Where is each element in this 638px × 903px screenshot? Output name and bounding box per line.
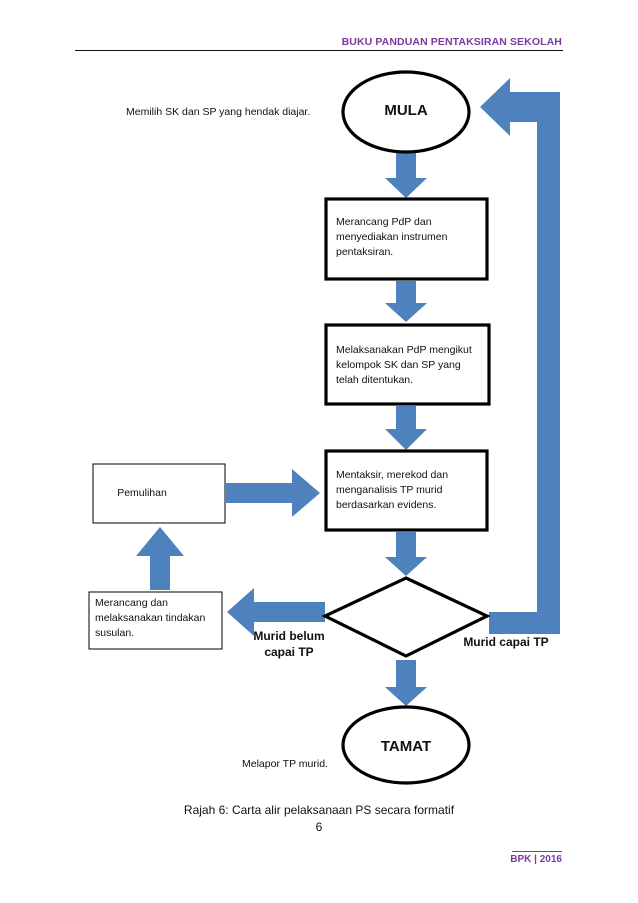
step3-box bbox=[324, 449, 489, 532]
step2-text: Melaksanakan PdP mengikut kelompok SK da… bbox=[336, 344, 472, 386]
arrow-step2-to-step3 bbox=[385, 406, 427, 450]
arrow-remedial-to-step3 bbox=[226, 469, 320, 517]
followup-box bbox=[88, 591, 223, 650]
remedial-box bbox=[92, 463, 226, 524]
page-number: 6 bbox=[315, 820, 323, 834]
step1-box bbox=[324, 197, 489, 281]
end-label: TAMAT bbox=[380, 738, 432, 755]
arrow-step1-to-step2 bbox=[385, 281, 427, 322]
branch-not-achieved-label: Murid belum capai TP bbox=[253, 629, 325, 659]
start-note: Memilih SK dan SP yang hendak diajar. bbox=[126, 106, 311, 118]
arrow-step3-to-decision bbox=[385, 532, 427, 576]
end-terminal bbox=[341, 705, 471, 785]
start-label: MULA bbox=[384, 102, 428, 119]
header-title: BUKU PANDUAN PENTAKSIRAN SEKOLAH bbox=[341, 36, 562, 48]
end-note: Melapor TP murid. bbox=[242, 758, 328, 770]
header-divider bbox=[75, 50, 563, 51]
figure-caption: Rajah 6: Carta alir pelaksanaan PS secar… bbox=[183, 803, 455, 817]
arrow-followup-to-remedial bbox=[136, 527, 184, 590]
step3-text: Mentaksir, merekod dan menganalisis TP m… bbox=[336, 469, 449, 511]
remedial-text: Pemulihan bbox=[117, 487, 167, 499]
arrow-achieved-loop-back bbox=[480, 78, 560, 634]
followup-text: Merancang dan melaksanakan tindakan susu… bbox=[95, 597, 206, 639]
arrow-start-to-step1 bbox=[385, 152, 427, 198]
arrow-decision-to-followup bbox=[227, 588, 325, 636]
step2-box bbox=[324, 323, 491, 406]
step1-text: Merancang PdP dan menyediakan instrumen … bbox=[336, 216, 448, 258]
footer-text: BPK | 2016 bbox=[510, 854, 562, 865]
start-terminal bbox=[341, 70, 471, 154]
branch-achieved-label: Murid capai TP bbox=[463, 635, 549, 649]
decision-diamond bbox=[321, 576, 491, 658]
footer-divider bbox=[512, 851, 562, 852]
arrow-decision-to-end bbox=[385, 660, 427, 706]
